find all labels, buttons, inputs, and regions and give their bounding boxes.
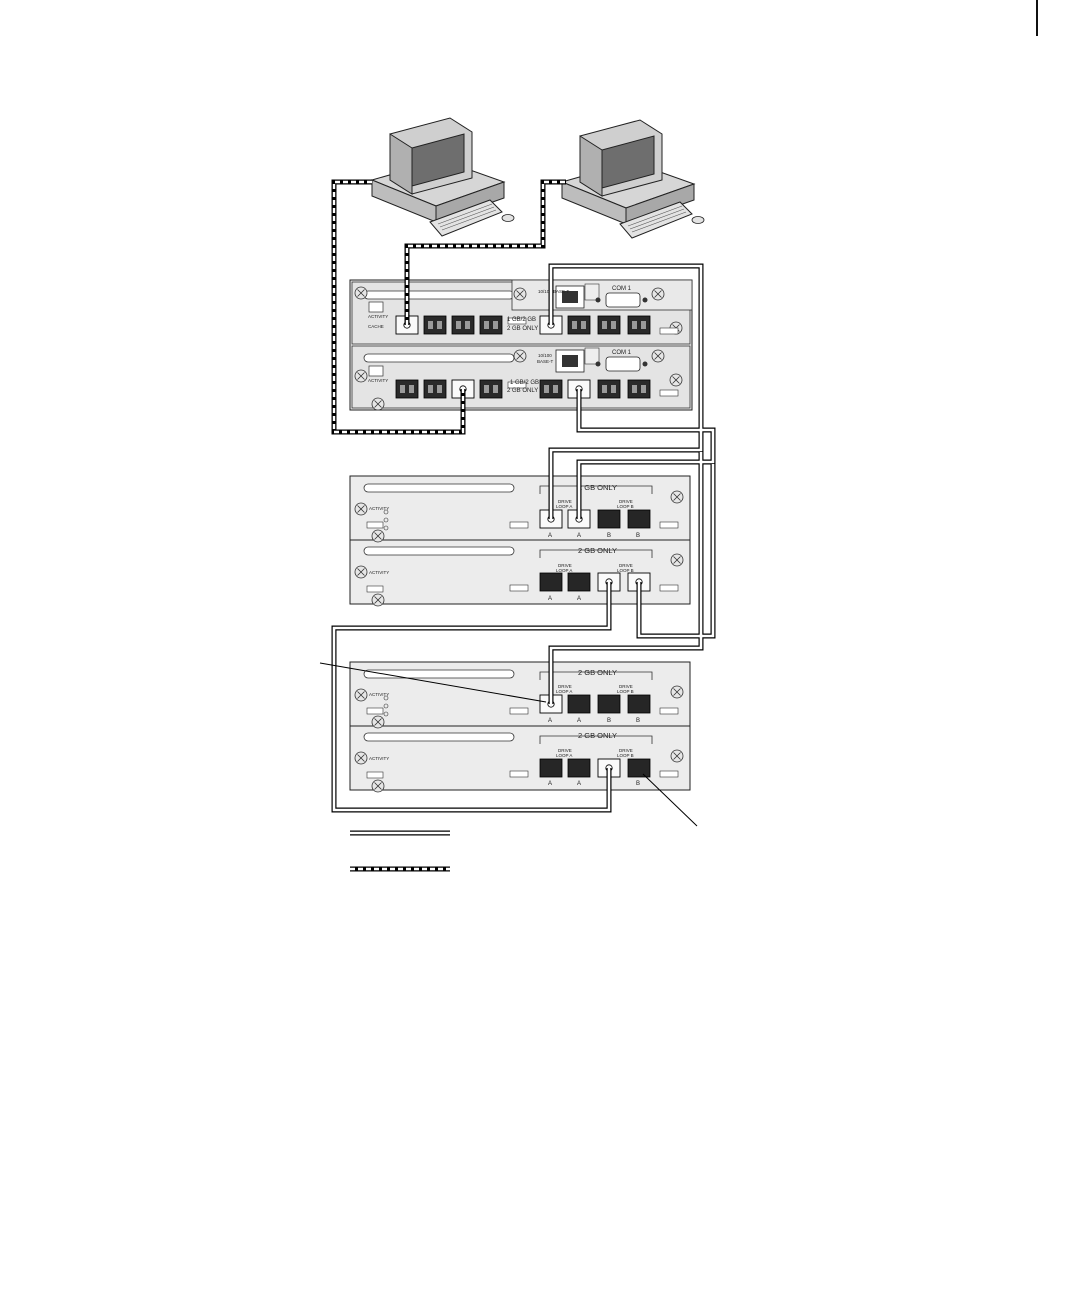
svg-text:LOOP A: LOOP A xyxy=(556,689,572,694)
host-cables xyxy=(331,179,566,435)
svg-text:ACTIVITY: ACTIVITY xyxy=(369,570,389,575)
svg-text:2 GB ONLY: 2 GB ONLY xyxy=(507,388,538,394)
ethernet-label: 10/100 BASE-T xyxy=(538,289,570,294)
svg-text:1 GB/2 GB: 1 GB/2 GB xyxy=(510,380,539,386)
svg-text:ACTIVITY: ACTIVITY xyxy=(369,506,389,511)
host-computer-right xyxy=(561,119,705,239)
svg-text:LOOP A: LOOP A xyxy=(556,753,572,758)
svg-text:A: A xyxy=(548,596,552,602)
svg-text:2 GB ONLY: 2 GB ONLY xyxy=(578,546,617,555)
svg-text:A: A xyxy=(577,596,581,602)
host-computer-left xyxy=(371,117,515,237)
svg-text:2 GB ONLY: 2 GB ONLY xyxy=(578,731,617,740)
svg-text:2 GB ONLY: 2 GB ONLY xyxy=(578,668,617,677)
controller-tray: ACTIVITY CACHE 10/100 BASE-T COM 1 1 GB/… xyxy=(349,279,693,411)
svg-text:LOOP B: LOOP B xyxy=(617,753,634,758)
fiber-cables xyxy=(331,263,716,813)
expansion-tray-1: ACTIVITY ACTIVITY 2 GB ONLY 2 GB ONLY DR… xyxy=(349,475,691,607)
callout-leader-right xyxy=(642,773,698,827)
svg-text:LOOP A: LOOP A xyxy=(556,568,572,573)
speed-label-tray1: 2 GB ONLY xyxy=(578,483,617,492)
speed-label-1: 1 GB/2 GB xyxy=(507,317,536,323)
svg-text:A: A xyxy=(577,718,581,724)
svg-text:COM 1: COM 1 xyxy=(612,350,632,356)
svg-text:DRIVE: DRIVE xyxy=(619,499,633,504)
svg-text:A: A xyxy=(548,718,552,724)
cache-label: CACHE xyxy=(368,324,384,329)
svg-text:B: B xyxy=(636,781,640,787)
svg-text:DRIVE: DRIVE xyxy=(619,563,633,568)
svg-text:DRIVE: DRIVE xyxy=(619,748,633,753)
com1-label: COM 1 xyxy=(612,286,632,292)
serial-port xyxy=(605,292,641,308)
svg-text:A: A xyxy=(548,533,552,539)
svg-text:ACTIVITY: ACTIVITY xyxy=(368,378,388,383)
svg-text:A: A xyxy=(577,533,581,539)
svg-text:LOOP B: LOOP B xyxy=(617,504,634,509)
svg-text:A: A xyxy=(577,781,581,787)
speed-label-2: 2 GB ONLY xyxy=(507,326,538,332)
svg-text:DRIVE: DRIVE xyxy=(558,563,572,568)
svg-text:10/100: 10/100 xyxy=(538,353,552,358)
svg-text:A: A xyxy=(548,781,552,787)
legend xyxy=(350,830,450,872)
callout-leader-left xyxy=(319,662,547,703)
svg-text:BASE-T: BASE-T xyxy=(537,359,554,364)
svg-text:B: B xyxy=(636,718,640,724)
svg-text:DRIVE: DRIVE xyxy=(558,499,572,504)
svg-text:LOOP B: LOOP B xyxy=(617,689,634,694)
svg-text:DRIVE: DRIVE xyxy=(558,748,572,753)
page-edge-rule xyxy=(1036,0,1038,36)
svg-text:B: B xyxy=(636,533,640,539)
svg-text:B: B xyxy=(607,718,611,724)
svg-text:ACTIVITY: ACTIVITY xyxy=(369,756,389,761)
svg-text:LOOP B: LOOP B xyxy=(617,568,634,573)
activity-label: ACTIVITY xyxy=(368,314,388,319)
svg-text:B: B xyxy=(607,533,611,539)
svg-text:DRIVE: DRIVE xyxy=(619,684,633,689)
svg-text:ACTIVITY: ACTIVITY xyxy=(369,692,389,697)
svg-text:DRIVE: DRIVE xyxy=(558,684,572,689)
svg-text:LOOP A: LOOP A xyxy=(556,504,572,509)
expansion-tray-2: ACTIVITY ACTIVITY 2 GB ONLY 2 GB ONLY DR… xyxy=(349,661,691,793)
